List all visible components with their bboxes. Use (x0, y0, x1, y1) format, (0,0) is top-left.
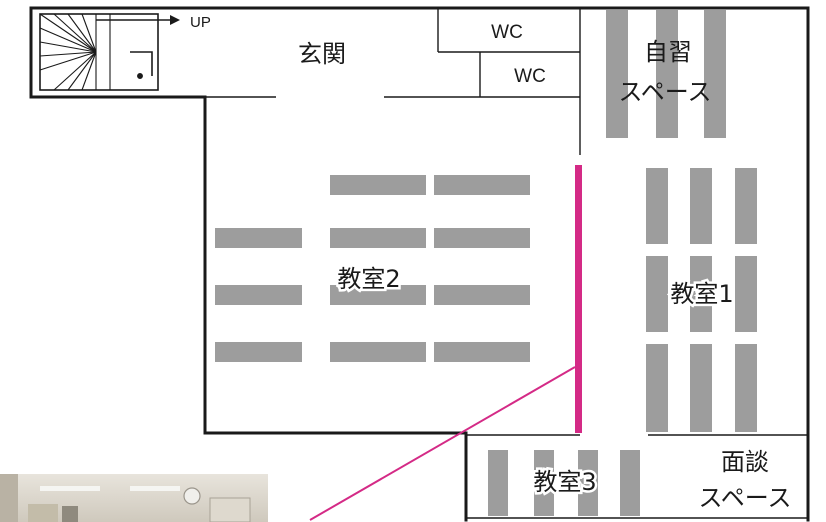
desk (330, 228, 426, 248)
desk (646, 256, 668, 332)
desk (434, 228, 530, 248)
desk (434, 342, 530, 362)
classroom-photo (0, 474, 268, 522)
wc-lower-label: WC (514, 66, 546, 87)
study-desk (704, 10, 726, 138)
study-space-label-line1: 自習 (644, 38, 692, 66)
desk (735, 256, 757, 332)
study-desk (606, 10, 628, 138)
desk (330, 342, 426, 362)
staircase (39, 13, 170, 91)
desk (690, 256, 712, 332)
movable-partition (575, 165, 582, 433)
arrow-up-icon (170, 15, 180, 25)
classroom1-desks (646, 168, 757, 432)
desk (646, 168, 668, 244)
interview-space-label-line2: スペース (698, 484, 791, 512)
interview-space-label-line1: 面談 (721, 448, 769, 476)
study-desks (606, 10, 726, 138)
classroom2-label: 教室2 (337, 265, 400, 293)
classroom1-label: 教室1 (670, 280, 733, 308)
desk (690, 168, 712, 244)
study-desk (656, 10, 678, 138)
classroom3-label: 教室3 (533, 468, 596, 496)
classroom3-desks (488, 450, 640, 516)
desk (434, 285, 530, 305)
inner-walls (205, 8, 808, 519)
wc-upper-label: WC (491, 22, 523, 43)
desk (215, 342, 302, 362)
desk (578, 450, 598, 516)
desk (330, 285, 426, 305)
desk (534, 450, 554, 516)
desk (488, 450, 508, 516)
entrance-label: 玄関 (298, 40, 346, 68)
study-space-label-line2: スペース (618, 78, 711, 106)
photo-pointer-line (309, 366, 576, 521)
classroom2-desks (215, 175, 530, 362)
desk (735, 168, 757, 244)
desk (646, 344, 668, 432)
desk (690, 344, 712, 432)
desk (620, 450, 640, 516)
desk (330, 175, 426, 195)
desk (215, 228, 302, 248)
desk (215, 285, 302, 305)
stairs-up-label: UP (190, 14, 211, 31)
desk (434, 175, 530, 195)
desk (735, 344, 757, 432)
